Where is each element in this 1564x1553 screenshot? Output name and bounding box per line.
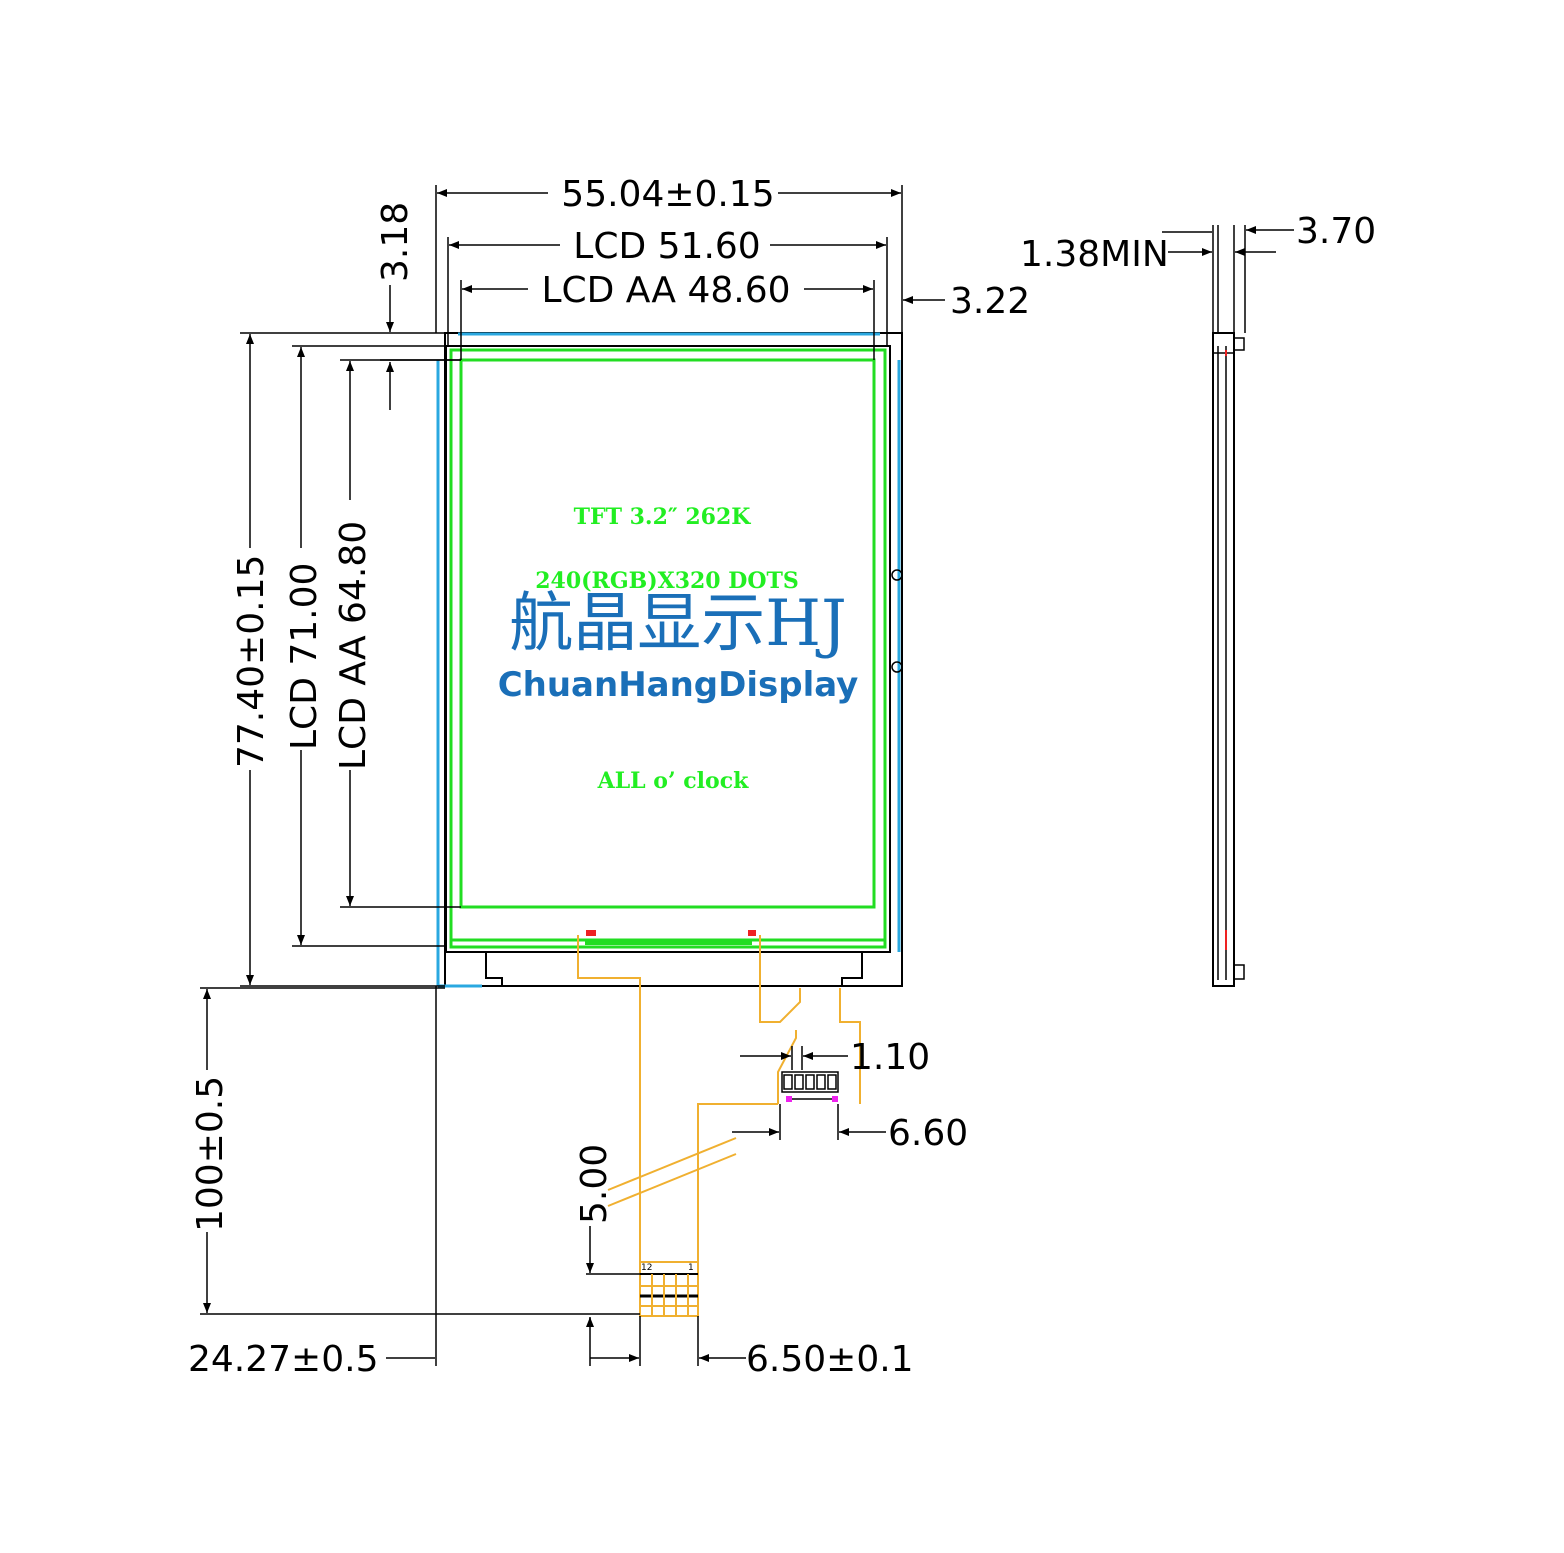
dim-offset-right-label: 3.22 (950, 281, 1030, 322)
watermark-english: ChuanHangDisplay (498, 665, 859, 705)
dim-tab-width-label: 6.60 (888, 1113, 968, 1154)
dim-offset-top (380, 285, 461, 410)
dim-height-lcd (292, 345, 446, 947)
pin-first-label: 12 (641, 1263, 652, 1273)
dim-fpc-length (200, 987, 640, 1315)
dim-fpc-width (586, 1316, 746, 1366)
dim-width-lcd (447, 237, 888, 346)
panel-spec-line1: TFT 3.2″ 262K (574, 504, 752, 530)
dim-width-lcd-label: LCD 51.60 (573, 226, 760, 267)
dim-height-overall (240, 332, 445, 987)
panel-spec-line3: ALL o’ clock (597, 768, 749, 794)
dim-width-lcd-aa (460, 280, 875, 360)
lcd-glass (445, 345, 903, 953)
watermark-chinese: 航晶显示HJ (509, 587, 846, 661)
dim-fpc-step-label: 5.00 (574, 1144, 615, 1224)
dim-height-lcd-aa (340, 359, 461, 908)
dim-height-lcd-label: LCD 71.00 (284, 563, 325, 750)
fpc-cable (577, 935, 861, 1317)
dim-height-overall-label: 77.40±0.15 (231, 555, 272, 768)
dim-width-overall-label: 55.04±0.15 (561, 174, 774, 215)
dim-side-thickness-total (1235, 226, 1294, 256)
pin-last-label: 1 (688, 1263, 694, 1273)
dim-height-lcd-aa-label: LCD AA 64.80 (333, 521, 374, 770)
dim-connector-pitch (740, 1046, 848, 1070)
dim-fpc-width-label: 6.50±0.1 (746, 1339, 914, 1380)
dim-fpc-step (586, 1226, 640, 1275)
dim-fpc-offset-label: 24.27±0.5 (188, 1339, 378, 1380)
dim-side-thickness-min-label: 1.38MIN (1020, 234, 1169, 275)
active-area (459, 358, 876, 909)
dim-fpc-length-label: 100±0.5 (190, 1076, 231, 1232)
module-outline (436, 332, 903, 988)
dim-side-thickness-total-label: 3.70 (1296, 211, 1376, 252)
dim-connector-pitch-label: 1.10 (850, 1037, 930, 1078)
dim-tab-width (732, 1104, 886, 1140)
module-bottom-step (485, 952, 863, 986)
dim-fpc-offset (386, 986, 437, 1366)
dim-offset-top-label: 3.18 (375, 202, 416, 282)
side-view (1212, 225, 1246, 987)
dim-width-overall (435, 185, 903, 333)
panel-spec-line2: 240(RGB)X320 DOTS (535, 568, 799, 594)
dim-side-thickness-min (1162, 231, 1212, 256)
dim-width-lcd-aa-label: LCD AA 48.60 (541, 270, 790, 311)
